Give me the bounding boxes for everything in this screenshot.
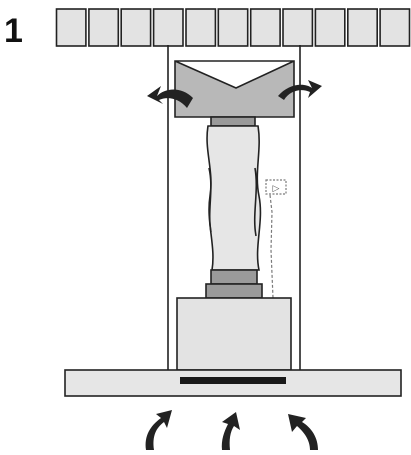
chimney-casing: [167, 45, 301, 370]
power-cable: [269, 194, 274, 299]
ceiling-block: [314, 8, 346, 47]
ceiling-block: [346, 8, 378, 47]
step-number: 1: [4, 12, 23, 50]
svg-text:▷: ▷: [273, 183, 280, 193]
ceiling-block: [88, 8, 120, 47]
curved-arrow-up-right-icon: [278, 80, 322, 100]
ceiling-blocks: [55, 8, 411, 47]
grease-filter: [180, 377, 286, 384]
ceiling-block: [217, 8, 249, 47]
curved-arrow-up-left-icon: [147, 86, 193, 108]
curved-arrow-up-icon: [221, 412, 240, 450]
intake-arrows: [145, 410, 318, 450]
motor-housing: [176, 297, 292, 371]
ceiling-block: [152, 8, 184, 47]
hose-fold-left: [208, 167, 212, 233]
ceiling-block: [249, 8, 281, 47]
ceiling-block: [185, 8, 217, 47]
ceiling-block: [55, 8, 87, 47]
ceiling-block: [379, 8, 411, 47]
hose-collar-bottom: [210, 269, 258, 285]
curved-arrow-up-icon: [145, 410, 172, 450]
air-diverter: [174, 60, 295, 118]
electrical-plug-icon: ▷: [265, 179, 287, 195]
ceiling-block: [282, 8, 314, 47]
exhaust-hose: [206, 125, 262, 271]
hose-collar-top: [210, 116, 256, 127]
curved-arrow-up-icon: [288, 414, 318, 450]
motor-outlet-ring: [205, 283, 263, 299]
ceiling-block: [120, 8, 152, 47]
hose-fold-right: [253, 167, 258, 237]
